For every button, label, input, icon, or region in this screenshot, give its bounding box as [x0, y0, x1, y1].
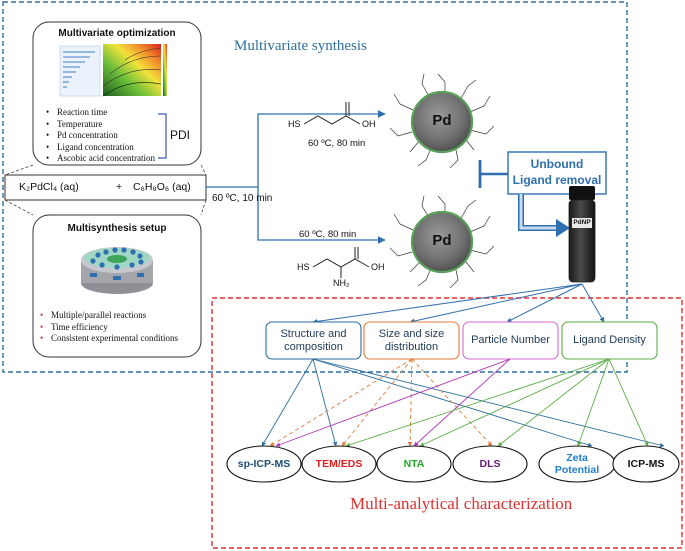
reactant-1: K₂PdCl₄ (aq) — [19, 181, 79, 193]
technique-oval-nta — [376, 445, 452, 483]
list-item: Reaction time — [46, 107, 176, 119]
characteristic-label-ligand: Ligand Density — [573, 334, 646, 346]
technique-oval-tem-eds — [301, 445, 377, 483]
setup-list: Multiple/parallel reactions Time efficie… — [40, 310, 200, 345]
optimization-list: Reaction time Temperature Pd concentrati… — [46, 107, 176, 165]
setup-title: Multisynthesis setup — [67, 223, 167, 234]
list-item: Pd concentration — [46, 130, 176, 142]
plus-sign: + — [116, 181, 123, 193]
removal-label: Unbound Ligand removal — [508, 156, 606, 188]
cysteine-ligand-structure — [312, 247, 370, 278]
vial-label: PdNP — [573, 219, 591, 226]
reactant-2: C₆H₈O₆ (aq) — [133, 181, 191, 193]
technique-label-zeta: Zeta Potential — [554, 452, 600, 476]
reaction-box — [4, 174, 207, 201]
technique-label-tem-eds: TEM/EDS — [315, 458, 363, 470]
bottom-branch-condition: 60 ºC, 80 min — [299, 229, 357, 240]
list-item: Time efficiency — [40, 322, 200, 334]
removal-line-1: Unbound — [530, 157, 584, 171]
technique-oval-icp-ms — [612, 445, 680, 483]
characteristic-label-structure: Structure and composition — [280, 327, 347, 353]
technique-oval-dls — [452, 445, 528, 483]
reaction-condition: 60 ºC, 10 min — [212, 193, 273, 204]
pd-label-bottom: Pd — [432, 232, 452, 249]
synthesis-frame — [2, 1, 628, 373]
pd-nanoparticle-mpa — [410, 90, 474, 154]
cys-amine-label: NH₂ — [333, 278, 350, 288]
pdi-label: PDI — [170, 128, 191, 142]
list-item: Multiple/parallel reactions — [40, 310, 200, 322]
mpa-thiol-label: HS — [288, 119, 301, 129]
characteristic-box-ligand — [561, 321, 658, 360]
technique-oval-sp-icp-ms — [226, 445, 302, 483]
pd-nanoparticle-cys — [410, 210, 474, 274]
characterization-frame — [211, 297, 683, 549]
characteristic-box-number — [462, 321, 559, 360]
optimization-title: Multivariate optimization — [58, 28, 176, 39]
cys-thiol-label: HS — [297, 262, 310, 272]
list-item: Temperature — [46, 119, 176, 131]
mpa-ligand-structure — [303, 102, 361, 125]
technique-label-nta: NTA — [403, 458, 425, 470]
mpa-acid-label: OH — [362, 119, 376, 129]
removal-line-2: Ligand removal — [512, 173, 602, 187]
characteristic-label-size: Size and size distribution — [378, 327, 445, 353]
optimization-plot — [59, 44, 167, 97]
multisynthesis-device-icon — [81, 247, 153, 294]
list-item: Consistent experimental conditions — [40, 333, 200, 345]
characteristic-label-number: Particle Number — [471, 334, 550, 346]
synthesis-title: Multivariate synthesis — [234, 38, 367, 54]
technique-label-sp-icp-ms: sp-ICP-MS — [237, 458, 291, 470]
technique-label-dls: DLS — [479, 458, 501, 470]
cys-acid-label: OH — [371, 262, 385, 272]
pdnp-vial-icon — [568, 186, 596, 283]
list-item: Ligand concentration — [46, 142, 176, 154]
characterization-title: Multi-analytical characterization — [350, 494, 573, 513]
top-branch-condition: 60 ºC, 80 min — [308, 138, 366, 149]
technique-label-icp-ms: ICP-MS — [627, 458, 665, 470]
list-item: Ascobic acid concentration — [46, 153, 176, 165]
pd-label-top: Pd — [432, 112, 452, 129]
